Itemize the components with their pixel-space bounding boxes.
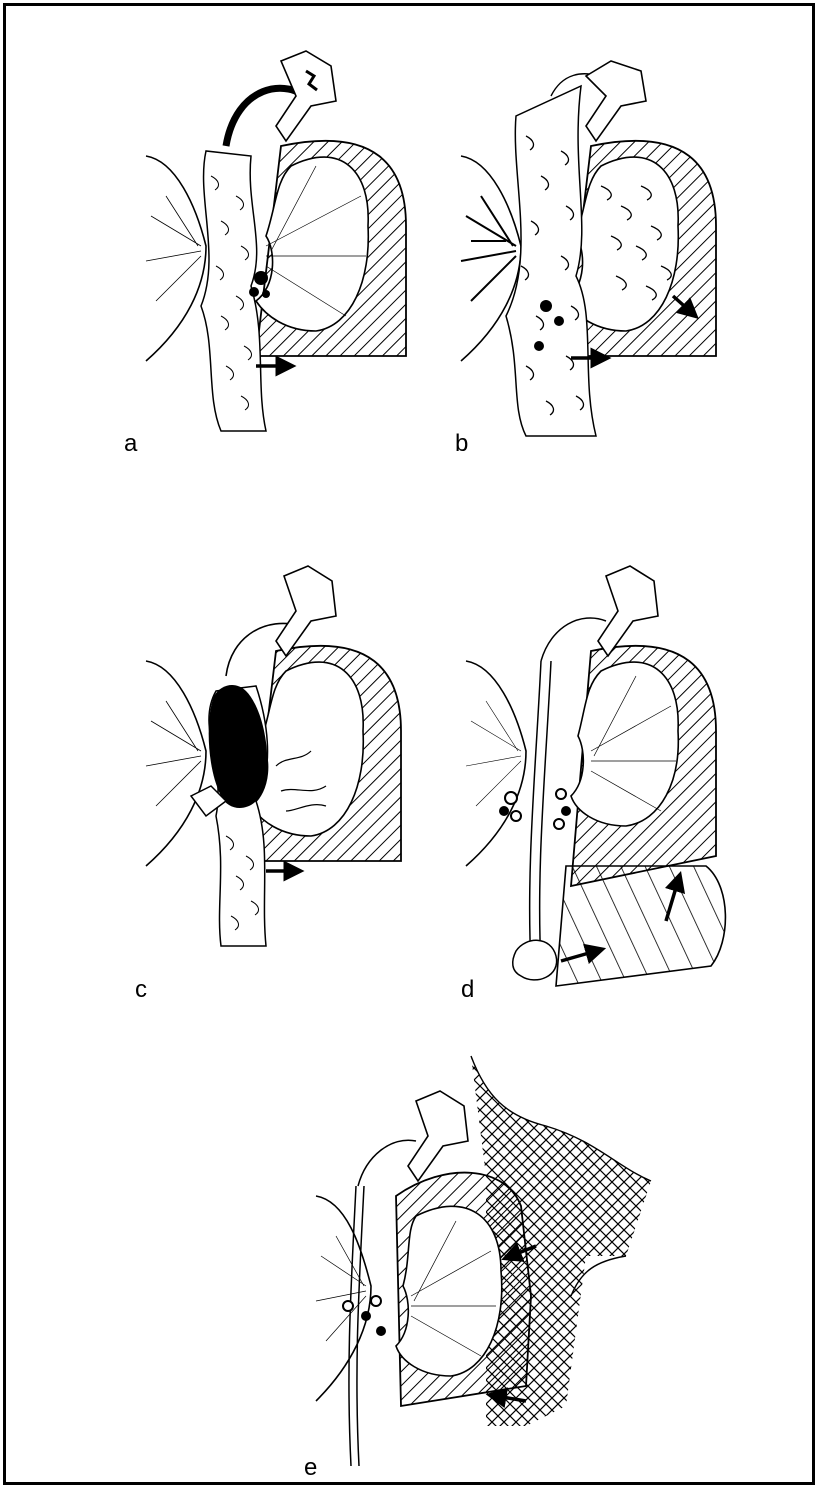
panel-b-drawing [451, 56, 751, 446]
figure-frame: a b [3, 3, 815, 1485]
panel-b [451, 56, 751, 446]
panel-c [136, 566, 426, 956]
panel-e-drawing [306, 1056, 666, 1476]
panel-d [456, 566, 756, 1006]
panel-a-drawing [126, 46, 426, 446]
panel-d-label: d [461, 978, 474, 1002]
panel-e-label: e [304, 1456, 317, 1480]
panel-b-label: b [455, 432, 468, 456]
panel-c-label: c [135, 978, 147, 1002]
panel-a [126, 46, 426, 446]
panel-c-drawing [136, 566, 426, 956]
panel-e [306, 1056, 666, 1476]
panel-d-drawing [456, 566, 756, 1006]
panel-a-label: a [124, 432, 137, 456]
